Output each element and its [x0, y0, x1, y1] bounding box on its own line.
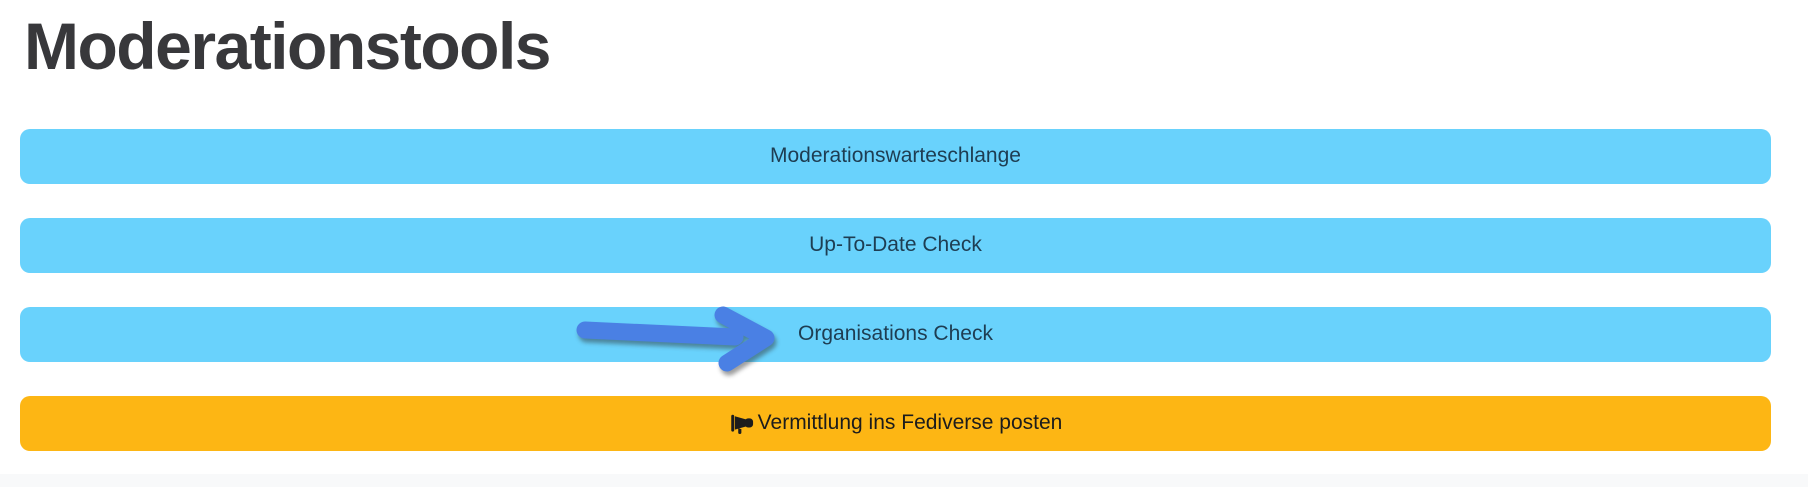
fediverse-post-button[interactable]: Vermittlung ins Fediverse posten: [20, 395, 1771, 451]
fediverse-post-button-content: Vermittlung ins Fediverse posten: [729, 410, 1063, 437]
moderation-queue-button[interactable]: Moderationswarteschlange: [20, 128, 1771, 184]
button-stack: Moderationswarteschlange Up-To-Date Chec…: [20, 128, 1771, 451]
moderation-queue-button-label: Moderationswarteschlange: [770, 144, 1021, 168]
up-to-date-check-button[interactable]: Up-To-Date Check: [20, 217, 1771, 273]
moderation-tools-page: Moderationstools Moderationswarteschlang…: [0, 9, 1808, 487]
organisations-check-button[interactable]: Organisations Check: [20, 306, 1771, 362]
megaphone-icon: [729, 410, 756, 437]
up-to-date-check-button-label: Up-To-Date Check: [809, 233, 982, 257]
organisations-check-button-label: Organisations Check: [798, 322, 993, 346]
page-footer: [0, 474, 1808, 487]
fediverse-post-button-label: Vermittlung ins Fediverse posten: [757, 411, 1063, 435]
page-title: Moderationstools: [24, 9, 552, 83]
